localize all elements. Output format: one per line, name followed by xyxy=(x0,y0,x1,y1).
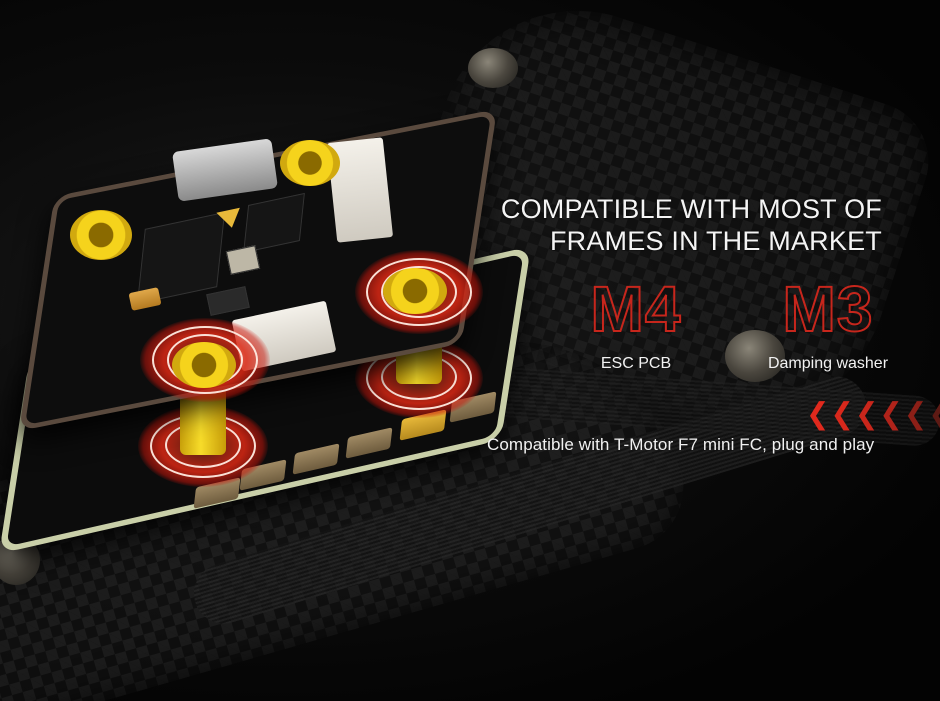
compatibility-note: Compatible with T-Motor F7 mini FC, plug… xyxy=(487,435,875,454)
spec-esc-pcb: M4 ESC PCB xyxy=(580,273,692,373)
highlight-ring xyxy=(152,326,258,394)
frame-nut-icon xyxy=(468,48,518,88)
chevron-icon: ❮ xyxy=(928,399,940,428)
spec-value: M4 xyxy=(590,273,682,345)
highlight-ring xyxy=(381,266,457,318)
yellow-grommet xyxy=(383,268,447,314)
headline: COMPATIBLE WITH MOST OF FRAMES IN THE MA… xyxy=(501,193,882,257)
yellow-grommet xyxy=(280,140,340,186)
highlight-ring xyxy=(366,258,472,326)
frame-nut-icon xyxy=(725,330,785,382)
spec-label: ESC PCB xyxy=(600,355,672,372)
chevron-icon: ❮ xyxy=(879,397,903,430)
spec-damping-washer: M3 Damping washer xyxy=(752,273,904,373)
chevron-icon: ❮ xyxy=(806,397,830,430)
chevron-left-arrows-icon: ❮❮❮❮❮❮ xyxy=(806,397,940,430)
yellow-grommet xyxy=(172,342,236,388)
spec-value: M3 xyxy=(782,273,874,345)
chevron-icon: ❮ xyxy=(854,397,879,430)
headline-line-1: COMPATIBLE WITH MOST OF xyxy=(500,194,882,224)
chevron-icon: ❮ xyxy=(830,397,854,430)
headline-line-2: FRAMES IN THE MARKET xyxy=(549,226,882,256)
chevron-icon: ❮ xyxy=(903,397,928,430)
yellow-grommet xyxy=(70,210,132,260)
spec-label: Damping washer xyxy=(767,355,889,372)
